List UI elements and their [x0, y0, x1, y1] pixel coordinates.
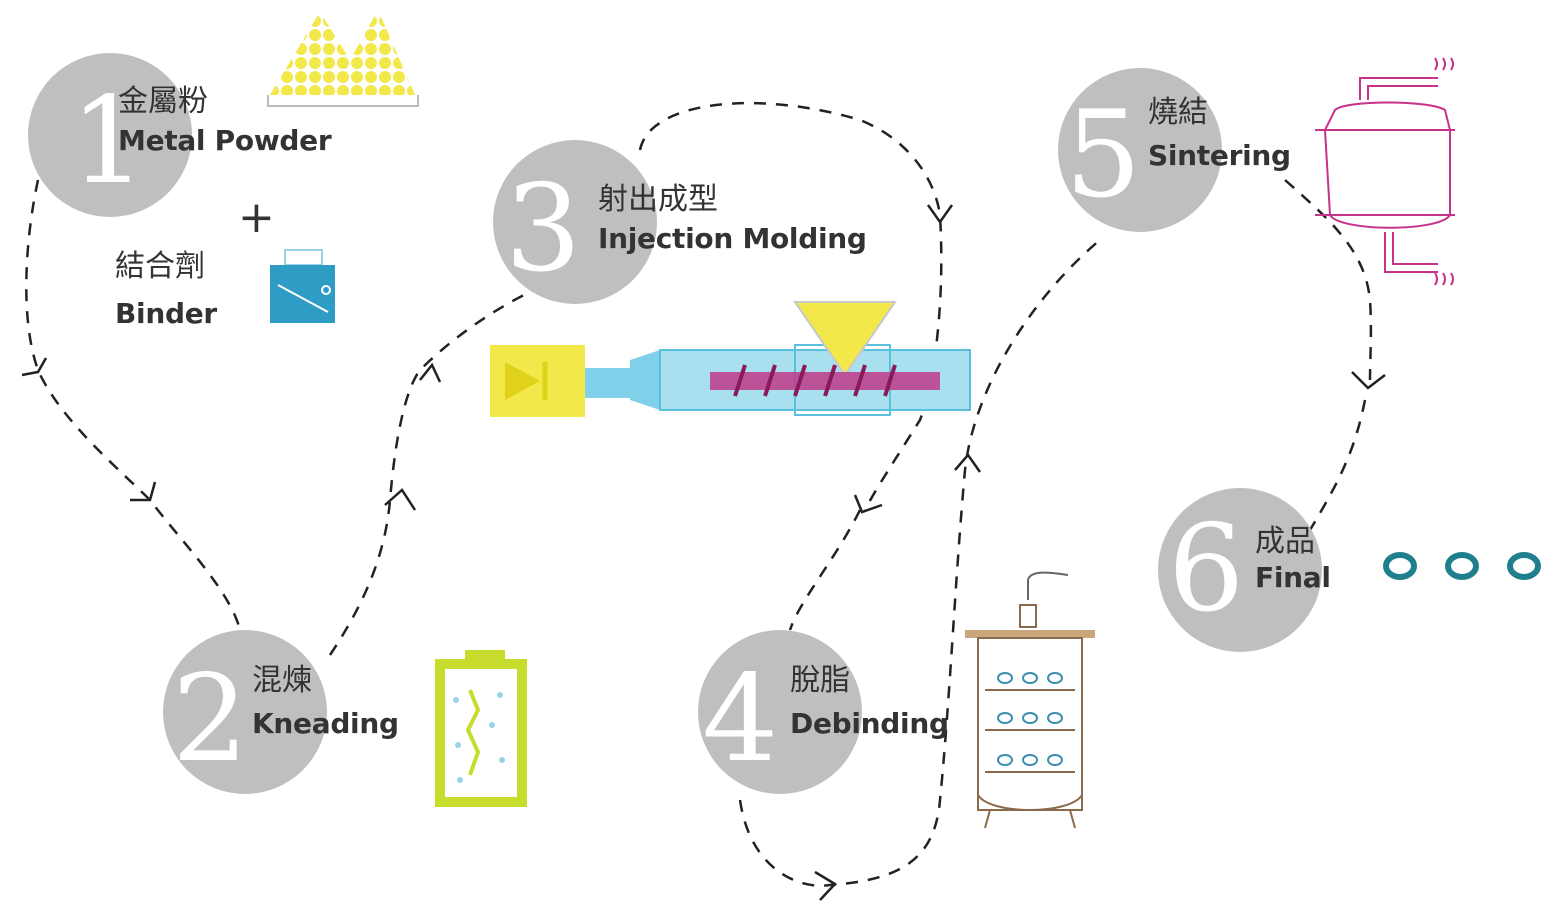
final-rings-icon	[1383, 552, 1541, 580]
step-1-en-label: Metal Powder	[118, 124, 332, 157]
step-4-zh-label: 脫脂	[790, 663, 850, 698]
step-3-zh-label: 射出成型	[598, 182, 718, 217]
step-4-en-label: Debinding	[790, 707, 949, 740]
step-circle-1: 1	[28, 53, 192, 217]
step-5-en-label: Sintering	[1148, 139, 1291, 172]
step-2-en-label: Kneading	[252, 707, 399, 740]
step-6-zh-label: 成品	[1255, 524, 1315, 559]
step-number-1: 1	[70, 72, 146, 211]
kneader-icon	[435, 650, 527, 807]
binder-en-label: Binder	[115, 297, 217, 330]
step-number-2: 2	[172, 650, 248, 789]
step-circle-5: 5	[1058, 68, 1222, 232]
binder-zh-label: 結合劑	[115, 249, 205, 284]
debinding-furnace-icon	[965, 571, 1095, 829]
step-circle-2: 2	[163, 630, 327, 794]
binder-container-icon	[270, 249, 335, 323]
step-6-en-label: Final	[1255, 561, 1331, 594]
flow-arrowheads	[21, 204, 1386, 901]
step-2-zh-label: 混煉	[252, 663, 312, 698]
step-5-zh-label: 燒結	[1148, 95, 1208, 130]
plus-sign: +	[238, 192, 275, 243]
injection-machine-icon	[490, 301, 971, 417]
step-3-en-label: Injection Molding	[598, 222, 867, 255]
powder-pile-icon	[267, 10, 419, 107]
step-number-5: 5	[1065, 86, 1141, 225]
step-circle-3: 3	[493, 140, 657, 304]
step-circle-4: 4	[698, 630, 862, 794]
step-number-3: 3	[505, 160, 581, 299]
step-circle-6: 6	[1158, 488, 1322, 652]
sintering-furnace-icon	[1315, 57, 1455, 286]
step-1-zh-label: 金屬粉	[118, 84, 208, 119]
step-number-4: 4	[702, 650, 778, 789]
step-number-6: 6	[1168, 500, 1244, 639]
flow-arrows	[25, 101, 1373, 887]
